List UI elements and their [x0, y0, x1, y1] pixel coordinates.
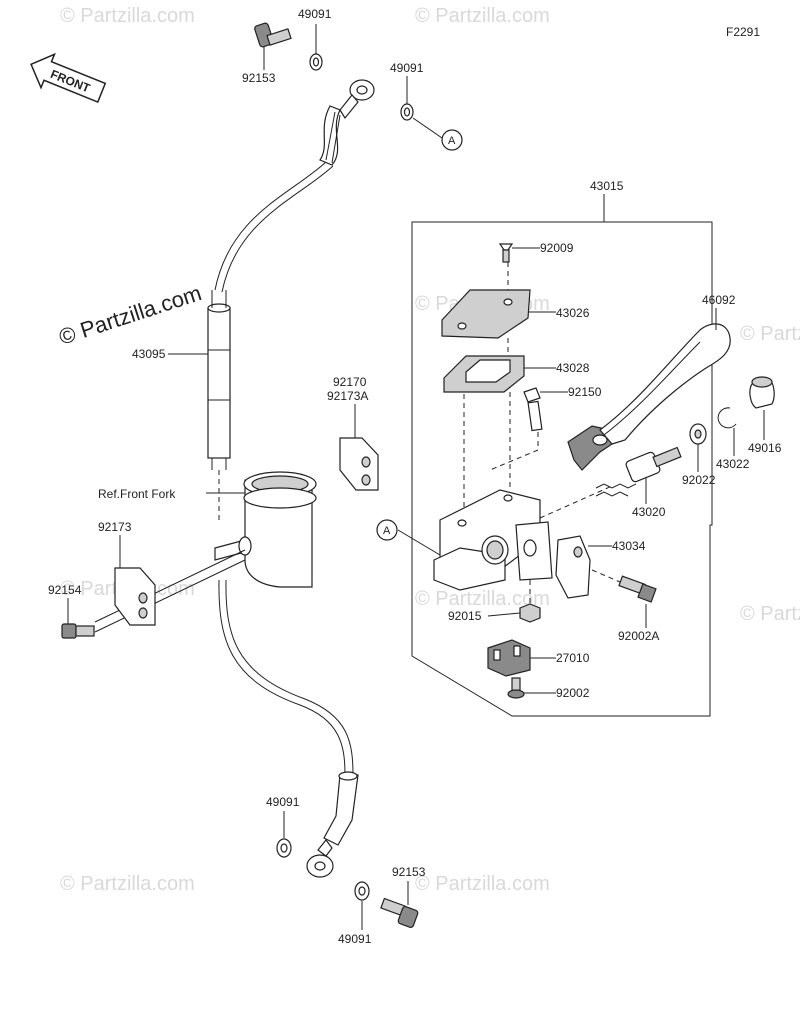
- hose-clamp-upper: [339, 437, 379, 491]
- part-43020: 43020: [632, 505, 666, 519]
- ref-front-fork-label: Ref.Front Fork: [98, 487, 176, 501]
- clamp-43034: [555, 535, 591, 599]
- master-cylinder-body: [433, 489, 553, 591]
- part-92015: 92015: [448, 609, 482, 623]
- watermark: © Partzilla.com: [60, 873, 195, 895]
- watermark: © Partzilla.com: [415, 873, 550, 895]
- part-49091-bot1: 49091: [266, 795, 300, 809]
- front-arrow-icon: FRONT: [30, 52, 107, 103]
- copyright-text: © Partzilla.com: [56, 280, 205, 350]
- watermark: © Partzilla.com: [740, 603, 800, 625]
- banjo-fitting-bottom: [306, 771, 359, 878]
- part-43095: 43095: [132, 347, 166, 361]
- part-92170: 92170: [333, 375, 367, 389]
- part-92173: 92173: [98, 520, 132, 534]
- part-92009: 92009: [540, 241, 574, 255]
- reservoir-cap-43026: [441, 289, 531, 339]
- watermark: © Partzilla.com: [415, 588, 550, 610]
- brake-lever-46092: [567, 323, 731, 471]
- callout-a-label: A: [448, 135, 456, 147]
- part-92153-bot: 92153: [392, 865, 426, 879]
- screw-92002: [507, 677, 525, 699]
- piston-assembly-43020: [595, 446, 682, 497]
- part-49091-top1: 49091: [298, 7, 332, 21]
- figure-code: F2291: [726, 25, 760, 39]
- brake-switch-27010: [487, 639, 531, 677]
- part-43028: 43028: [556, 361, 590, 375]
- part-92002: 92002: [556, 686, 590, 700]
- banjo-bolt-top: [254, 22, 292, 48]
- part-49016: 49016: [748, 441, 782, 455]
- part-43015: 43015: [590, 179, 624, 193]
- part-92153-top: 92153: [242, 71, 276, 85]
- watermark: © Partzilla.com: [740, 323, 800, 345]
- part-92150: 92150: [568, 385, 602, 399]
- boot-49016: [749, 376, 775, 409]
- nut-92015: [519, 603, 541, 623]
- bolt-92002A: [618, 575, 657, 603]
- callout-a-top: [441, 129, 463, 151]
- part-43026: 43026: [556, 306, 590, 320]
- part-43022: 43022: [716, 457, 750, 471]
- part-27010: 27010: [556, 651, 590, 665]
- callout-a-label: A: [383, 525, 391, 537]
- part-46092: 46092: [702, 293, 736, 307]
- part-49091-bot2: 49091: [338, 932, 372, 946]
- pivot-bolt-92150: [523, 387, 543, 432]
- front-fork: [214, 471, 317, 588]
- brake-hose: [207, 161, 334, 470]
- banjo-fitting-top: [319, 79, 375, 166]
- part-92002A: 92002A: [618, 629, 659, 643]
- watermarks: © Partzilla.com © Partzilla.com © Partzi…: [60, 5, 800, 895]
- part-92154: 92154: [48, 583, 82, 597]
- circlip-43022: [717, 407, 737, 429]
- diaphragm-43028: [443, 355, 525, 393]
- callout-a-body: [376, 519, 398, 541]
- watermark: © Partzilla.com: [60, 5, 195, 27]
- banjo-bolt-bottom: [380, 897, 419, 928]
- bolt-92154: [61, 623, 95, 639]
- screw-92009: [498, 243, 514, 263]
- part-92022: 92022: [682, 473, 716, 487]
- watermark: © Partzilla.com: [415, 5, 550, 27]
- washer-92022: [689, 423, 707, 445]
- part-49091-top2: 49091: [390, 61, 424, 75]
- part-43034: 43034: [612, 539, 646, 553]
- part-92173A: 92173A: [327, 389, 368, 403]
- hose-clamp-lower: [114, 567, 156, 626]
